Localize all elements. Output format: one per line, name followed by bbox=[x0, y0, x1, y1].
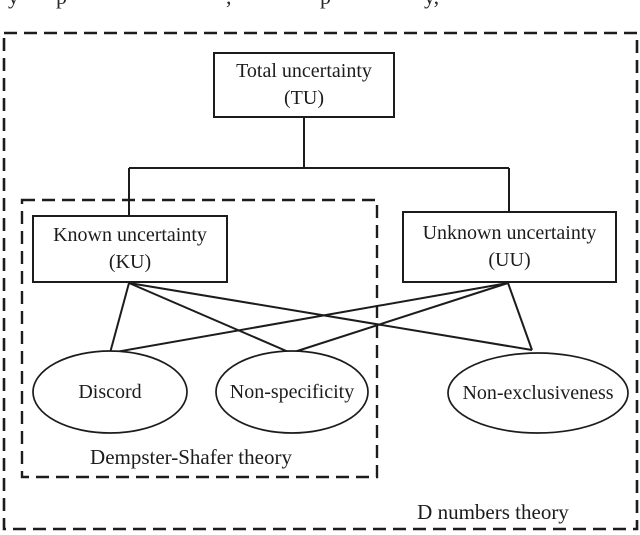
node-title: Unknown uncertainty bbox=[422, 222, 597, 244]
node-abbr: (TU) bbox=[284, 87, 324, 109]
node-abbr: (KU) bbox=[108, 251, 152, 273]
known-uncertainty-node: Known uncertainty (KU) bbox=[32, 215, 228, 283]
dempster-shafer-theory-border bbox=[20, 198, 379, 479]
cropped-glyph: p bbox=[320, 0, 331, 10]
non-exclusiveness-label: Non-exclusiveness bbox=[462, 381, 614, 404]
unknown-uncertainty-node: Unknown uncertainty (UU) bbox=[402, 211, 617, 283]
edge-uu-nonspecificity bbox=[290, 282, 509, 354]
discord-label: Discord bbox=[78, 380, 142, 403]
edge-ku-nonspecificity bbox=[128, 282, 292, 354]
total-uncertainty-node: Total uncertainty (TU) bbox=[213, 52, 395, 118]
dempster-shafer-theory-label: Dempster-Shafer theory bbox=[90, 444, 292, 469]
cropped-glyph: y bbox=[8, 0, 19, 10]
node-abbr: (UU) bbox=[488, 249, 531, 271]
edge-uu-nonexclusiveness bbox=[507, 282, 533, 351]
edge-uu-discord bbox=[109, 282, 509, 354]
edge-ku-nonexclusiveness bbox=[128, 282, 533, 351]
d-numbers-theory-border bbox=[2, 31, 639, 531]
edge-tu-children bbox=[128, 118, 510, 215]
node-title: Known uncertainty bbox=[53, 224, 207, 246]
cropped-glyph: p bbox=[56, 0, 67, 10]
cropped-glyph: , bbox=[226, 0, 232, 10]
cropped-text-strip: y p , p y, bbox=[0, 0, 640, 13]
node-title: Total uncertainty bbox=[236, 60, 372, 82]
edge-ku-discord bbox=[109, 282, 130, 354]
non-specificity-label: Non-specificity bbox=[229, 380, 355, 403]
cropped-glyph: y, bbox=[424, 0, 439, 10]
discord-ellipse bbox=[32, 350, 188, 434]
non-exclusiveness-ellipse bbox=[447, 352, 629, 434]
non-specificity-ellipse bbox=[215, 350, 369, 434]
d-numbers-theory-label: D numbers theory bbox=[417, 499, 569, 524]
